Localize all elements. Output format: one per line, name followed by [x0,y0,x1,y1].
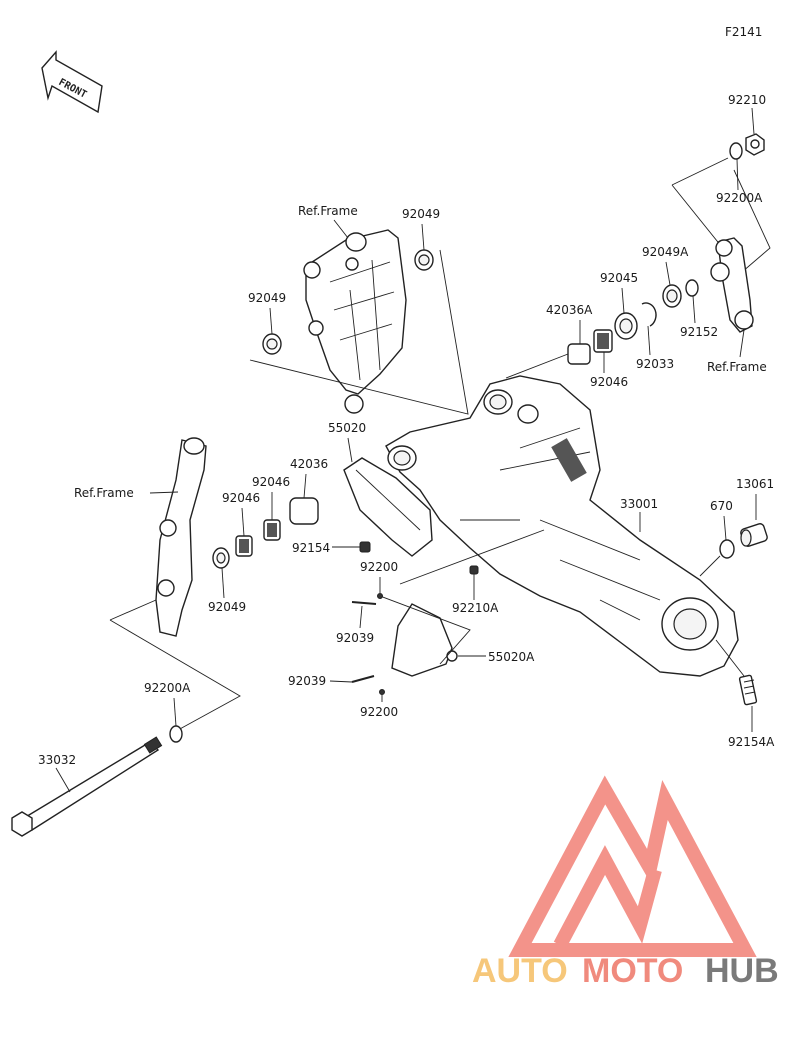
label-42036: 42036 [290,457,328,471]
label-670: 670 [710,499,733,513]
part-92200-washer-a [377,593,383,599]
part-55020A-guard [391,603,458,677]
label-92200A-low: 92200A [144,681,191,695]
figure-code: F2141 [725,25,762,39]
label-92152: 92152 [680,325,718,339]
label-92049-low: 92049 [208,600,246,614]
label-92200-b: 92200 [360,705,398,719]
part-92154-bolt [359,541,371,553]
watermark-text-hub: HUB [705,952,779,990]
part-92046-needle-bearing-a [235,535,253,557]
part-92152-collar [685,279,699,297]
label-92049-left: 92049 [248,291,286,305]
watermark-logo: AUTO MOTO HUB [472,775,779,990]
label-92046-mid: 92046 [590,375,628,389]
part-92200A-washer-low [169,725,183,743]
part-92039-pin-a [351,601,377,605]
part-33001-swingarm [385,375,739,677]
part-92154A-bolt [738,674,758,706]
part-92200-washer-b [379,689,385,695]
label-33001: 33001 [620,497,658,511]
label-92200A-top: 92200A [716,191,763,205]
label-92210: 92210 [728,93,766,107]
part-33032-pivot-shaft [11,736,163,837]
part-55020-chain-guard [343,457,433,557]
front-arrow-icon: FRONT [41,50,103,114]
label-92049A: 92049A [642,245,689,259]
part-13061-bushing [740,523,768,547]
part-ref-frame-link-left [155,437,207,637]
part-92210-nut [745,133,765,156]
label-92200-a: 92200 [360,560,398,574]
part-670-o-ring [719,539,735,559]
part-42036A-collar [567,343,591,365]
part-92033-circlip [641,302,657,327]
label-ref-frame-left: Ref.Frame [74,486,134,500]
part-ref-frame-bracket [303,229,407,414]
label-92049-top: 92049 [402,207,440,221]
label-92033: 92033 [636,357,674,371]
part-ref-frame-link-right [710,237,754,333]
label-42036A: 42036A [546,303,593,317]
label-ref-frame-right: Ref.Frame [707,360,767,374]
watermark-text-moto: MOTO [582,952,683,990]
part-92039-pin-b [351,675,375,683]
label-92154A: 92154A [728,735,775,749]
part-92210A-bolt [469,565,479,575]
watermark-text-auto: AUTO [472,952,568,990]
label-13061: 13061 [736,477,774,491]
label-92154: 92154 [292,541,330,555]
part-42036-collar [289,497,319,525]
label-92045: 92045 [600,271,638,285]
label-92039-b: 92039 [288,674,326,688]
label-92046-a: 92046 [222,491,260,505]
part-92200A-washer-top [729,142,743,160]
label-55020: 55020 [328,421,366,435]
label-55020A: 55020A [488,650,535,664]
watermark-triangle-icon [508,775,757,957]
part-92046-needle-bearing-b [263,519,281,541]
label-ref-frame-top: Ref.Frame [298,204,358,218]
label-92210A: 92210A [452,601,499,615]
label-92039-a: 92039 [336,631,374,645]
part-92046-needle-bearing-mid [593,329,613,353]
label-92046-b: 92046 [252,475,290,489]
label-33032: 33032 [38,753,76,767]
